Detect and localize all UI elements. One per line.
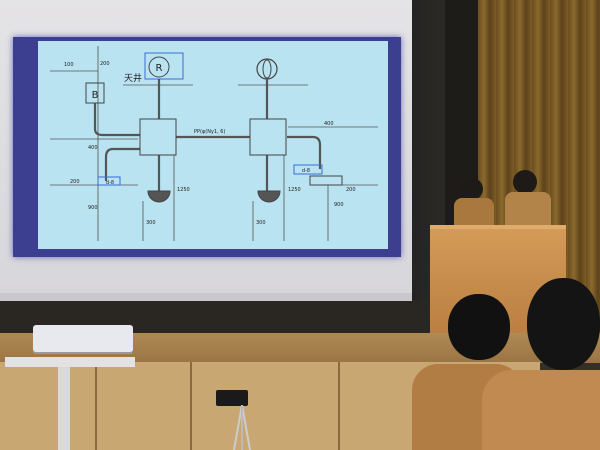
pipe-diagram: R 天井 B d-8 d-8 100 200 [50, 46, 378, 241]
audience-member-right [482, 278, 600, 450]
projector [33, 325, 133, 352]
dim-200-top-label: 200 [100, 61, 110, 67]
dim-400-right-label: 400 [324, 121, 334, 127]
r-circle [148, 56, 170, 78]
left-bowl [147, 190, 171, 203]
projector-table [5, 357, 135, 367]
r-label: R [156, 63, 163, 74]
audience-right-head [527, 278, 600, 370]
pipe-right-branch [287, 135, 322, 169]
right-bowl [257, 190, 281, 203]
presenter-right [505, 170, 551, 225]
cabinet-divider [95, 362, 97, 450]
right-junction-box [249, 118, 287, 156]
presenter-right-body [505, 192, 551, 225]
dim-200-left-label: 200 [70, 179, 80, 185]
screen-bottom-bar [0, 293, 412, 301]
dim-900-right-label: 900 [334, 202, 344, 208]
left-tag-label: d-8 [106, 180, 114, 186]
pipe-b-to-box [93, 103, 140, 137]
right-circle-inner [262, 59, 272, 79]
b-label: B [92, 90, 99, 101]
dim-100-label: 100 [64, 62, 74, 68]
dim-400-left-label: 400 [88, 145, 98, 151]
video-camera [216, 390, 248, 406]
presenter-left [454, 178, 494, 228]
dim-900-left-label: 900 [88, 205, 98, 211]
left-tag-box [97, 176, 121, 186]
r-highlight-box [144, 52, 184, 80]
right-tag-box [293, 164, 323, 175]
dim-1250-left-label: 1250 [177, 187, 190, 193]
presenter-left-body [454, 198, 494, 228]
cabinet-divider [338, 362, 340, 450]
dim-300-left-label: 300 [146, 220, 156, 226]
presentation-slide: R 天井 B d-8 d-8 100 200 [38, 41, 388, 249]
dim-1250-right-label: 1250 [288, 187, 301, 193]
right-valve-box [309, 175, 343, 186]
dim-200-right-label: 200 [346, 187, 356, 193]
right-circle [256, 58, 278, 80]
pipe-spec-label: PP(φ(Ny1, 6) [194, 129, 225, 135]
audience-right-body [482, 370, 600, 450]
left-junction-box [139, 118, 177, 156]
right-tag-label: d-8 [302, 168, 310, 174]
tenjo-label: 天井 [124, 72, 142, 84]
presenter-right-head [513, 170, 537, 194]
projector-table-leg [58, 367, 70, 450]
dim-300-right-label: 300 [256, 220, 266, 226]
cabinet-divider [190, 362, 192, 450]
presenter-left-head [461, 178, 483, 200]
tripod [233, 405, 251, 450]
pipe-left-branch [104, 147, 140, 181]
audience-left-head [448, 294, 510, 360]
